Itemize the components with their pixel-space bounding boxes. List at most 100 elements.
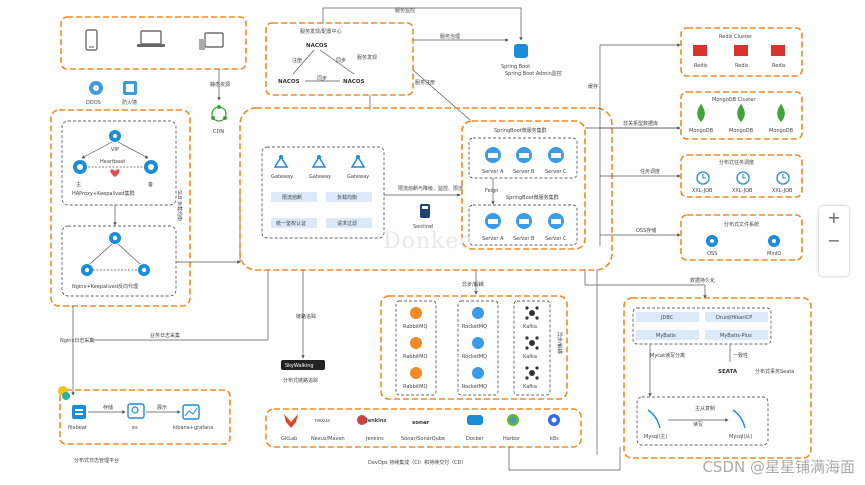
mysql-s-label: Mysql(从) [729,434,752,440]
cluster2-label: SpringBoot微服务集群 [506,194,559,201]
seata-logo: SEATA [718,369,738,375]
master-icon [73,160,87,174]
oss-group-label: 分布式文件系统 [724,221,759,228]
show-label: 展示 [157,405,167,411]
rabbit-icon-2 [410,337,422,349]
redis-label-2: Redis [735,63,749,69]
zoom-in-button[interactable]: + [827,208,841,227]
server-row-2 [468,204,578,246]
backup-icon [144,160,158,174]
sonar-logo: sonar [412,420,430,426]
trace-label: 链路追踪 [296,313,316,320]
server-b1-label: Server B [513,169,535,175]
gw-box-1 [271,192,317,202]
gw-box-4 [326,218,372,228]
register-label: 注册 [292,57,302,64]
mybatis-label: MyBatis [656,333,676,339]
jenkins-icon [357,415,367,425]
clock-icon-3 [776,171,790,185]
gitlab-icon [284,414,298,428]
rw-label: 读写 [693,421,703,428]
k8s-icon [548,414,560,426]
slb-label: SLB 负载均衡 [176,190,183,221]
haproxy-label: HAProxy+Keepalived集群 [72,190,134,197]
druid-label: Druid/HikariCP [716,315,752,321]
nginx-left-icon [81,264,93,276]
xxl-label-3: XXL-JOB [772,188,793,194]
mongo-icon-3 [777,104,785,122]
skywalking-logo [281,360,325,370]
mongo-icon-1 [697,104,705,122]
mongo-label-3: MongoDB [769,128,794,134]
elastic-icon [58,386,70,400]
service-cluster-group [461,120,586,250]
gateway-icon-2 [311,155,327,168]
redis-cluster-label: Redis Cluster [719,34,753,40]
nginx-group [61,225,177,297]
skywalking-label: SkyWalking [285,363,314,369]
k8s-label: k8s [550,436,559,442]
gw-text-3: 统一鉴权认证 [276,220,306,227]
slb-group [50,109,191,307]
redis-icon-2 [734,45,748,56]
core-group [239,107,613,271]
xxl-label-2: XXL-JOB [732,188,753,194]
gateway-icon-1 [273,155,289,168]
server-c2-label: Server C [545,236,567,242]
gw-box-2 [326,192,372,202]
harbor-label: Harbor [503,436,521,442]
oss-store-label: OSS存储 [636,227,656,234]
gw-text-1: 限流熔断 [282,194,302,201]
redis-group [680,27,803,77]
docker-label: Docker [466,436,484,442]
kibana-label: kibana+grafana [173,425,213,431]
mq-group [380,295,568,400]
gw-text-4: 请求过滤 [337,220,357,227]
gateway-icon-3 [350,155,366,168]
firewall-label: 防火墙 [122,99,137,106]
gateway-group [261,146,385,239]
rocket-icon-3 [472,367,484,379]
donkee-watermark: Donkee [383,229,474,254]
devops-group-label: DevOps 持续集成（CI）和持续交付（CD） [368,459,467,466]
vip-icon [109,130,121,142]
cache-label: 缓存 [588,83,598,90]
master-slave-label: 主从复制 [695,405,715,412]
admin-label-1: Spring Boot [501,64,530,70]
rocket-icon-1 [472,307,484,319]
mq-label: 异步/解耦 [556,332,563,354]
vip-label: VIP [111,147,119,153]
clock-icon-2 [736,171,750,185]
xxl-group-label: 分布式任务调度 [719,159,754,166]
jdbc-label: JDBC [660,315,674,321]
data-persist-label: 数据持久化 [690,277,715,284]
server-a1-icon [485,147,501,163]
minio-icon [768,235,780,247]
seata-text: 分布式事务Seata [755,368,794,375]
sync-label-1: 同步 [336,58,346,64]
kafka-label-1: Kafka [523,324,537,330]
heart-icon [110,169,120,177]
rocket-col [457,300,499,396]
server-a1-label: Server A [482,169,504,175]
mongo-icon-2 [737,104,745,122]
server-b1-icon [516,147,532,163]
zoom-out-button[interactable]: − [827,231,841,250]
sentinel-label: Sentinel [413,224,433,230]
harbor-icon [507,414,519,426]
xxl-group [680,154,803,198]
server-a2-icon [485,213,501,229]
log-group-label: 分布式日志管理平台 [74,457,119,464]
service-monitor-label: 服务监控 [395,7,415,14]
gateway-label-3: Gateway [347,174,369,180]
rabbit-icon-1 [410,307,422,319]
rabbit-label-1: RabbitMQ [403,324,427,330]
server-b2-icon [516,213,532,229]
gateway-label-2: Gateway [309,174,331,180]
mysql-m-label: Mysql(主) [644,433,667,440]
nginx-top-icon [109,232,121,244]
xxl-label-1: XXL-JOB [692,188,713,194]
server-c1-label: Server C [545,169,567,175]
rocket-icon-2 [472,337,484,349]
mongo-label-2: MongoDB [729,128,754,134]
